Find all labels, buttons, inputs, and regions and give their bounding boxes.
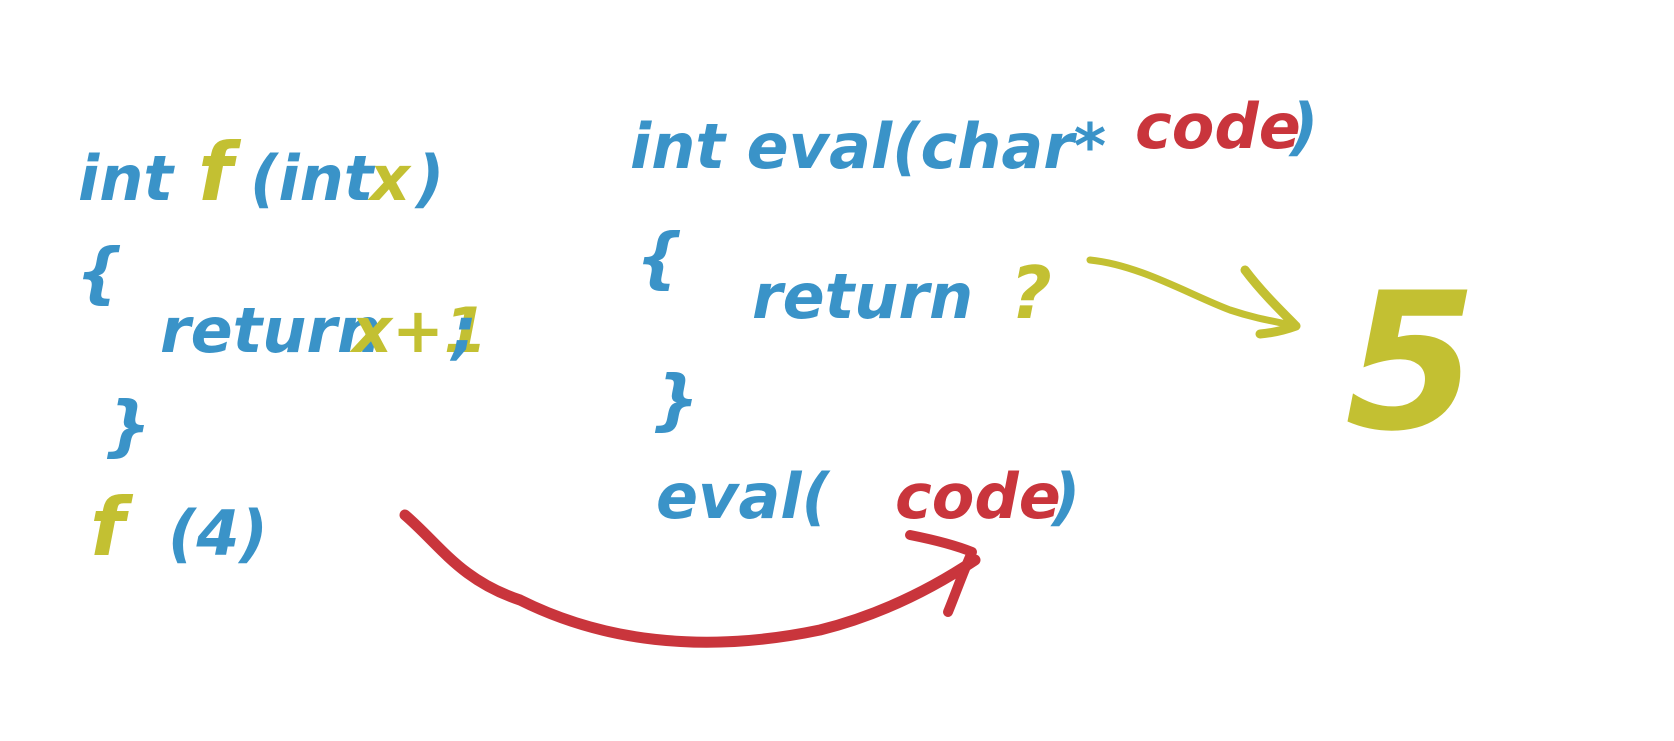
left-decl-name: f	[198, 126, 242, 219]
right-decl-param: code	[1135, 90, 1301, 163]
result-arrow-head	[1240, 265, 1301, 339]
left-decl-param-x: x	[367, 142, 412, 215]
right-question-mark: ?	[1010, 251, 1052, 335]
result-arrow-shaft	[1086, 256, 1300, 330]
left-call-name: f	[90, 481, 134, 574]
left-return-expression: x+1	[349, 294, 487, 367]
call-arrow-head	[905, 530, 977, 617]
left-decl-close: )	[414, 142, 444, 215]
left-call-args: (4)	[168, 497, 268, 570]
right-call-arg: code	[895, 460, 1061, 533]
right-decl-close: )	[1288, 90, 1318, 163]
right-code-block: int eval(char* code ) { return ? } eval(…	[630, 90, 1318, 533]
right-call-close: )	[1050, 460, 1080, 533]
left-decl-param-type: (int	[250, 142, 376, 215]
right-open-brace: {	[636, 219, 683, 296]
result-value: 5	[1345, 252, 1477, 473]
left-return-keyword: return	[160, 294, 381, 367]
left-close-brace: }	[104, 387, 151, 464]
left-return-semicolon: ;	[449, 294, 477, 367]
right-close-brace: }	[652, 361, 699, 438]
right-decl-prefix: int eval(char*	[630, 110, 1106, 183]
call-arrow-shaft	[399, 509, 981, 648]
call-arrow	[399, 509, 981, 648]
left-decl-type: int	[78, 142, 175, 215]
result-arrow	[1086, 256, 1301, 339]
left-open-brace: {	[76, 234, 123, 311]
right-return-keyword: return	[752, 260, 973, 333]
right-call-prefix: eval(	[656, 460, 831, 533]
left-code-block: int f (int x ) { return x+1 ; } f (4)	[76, 126, 487, 574]
